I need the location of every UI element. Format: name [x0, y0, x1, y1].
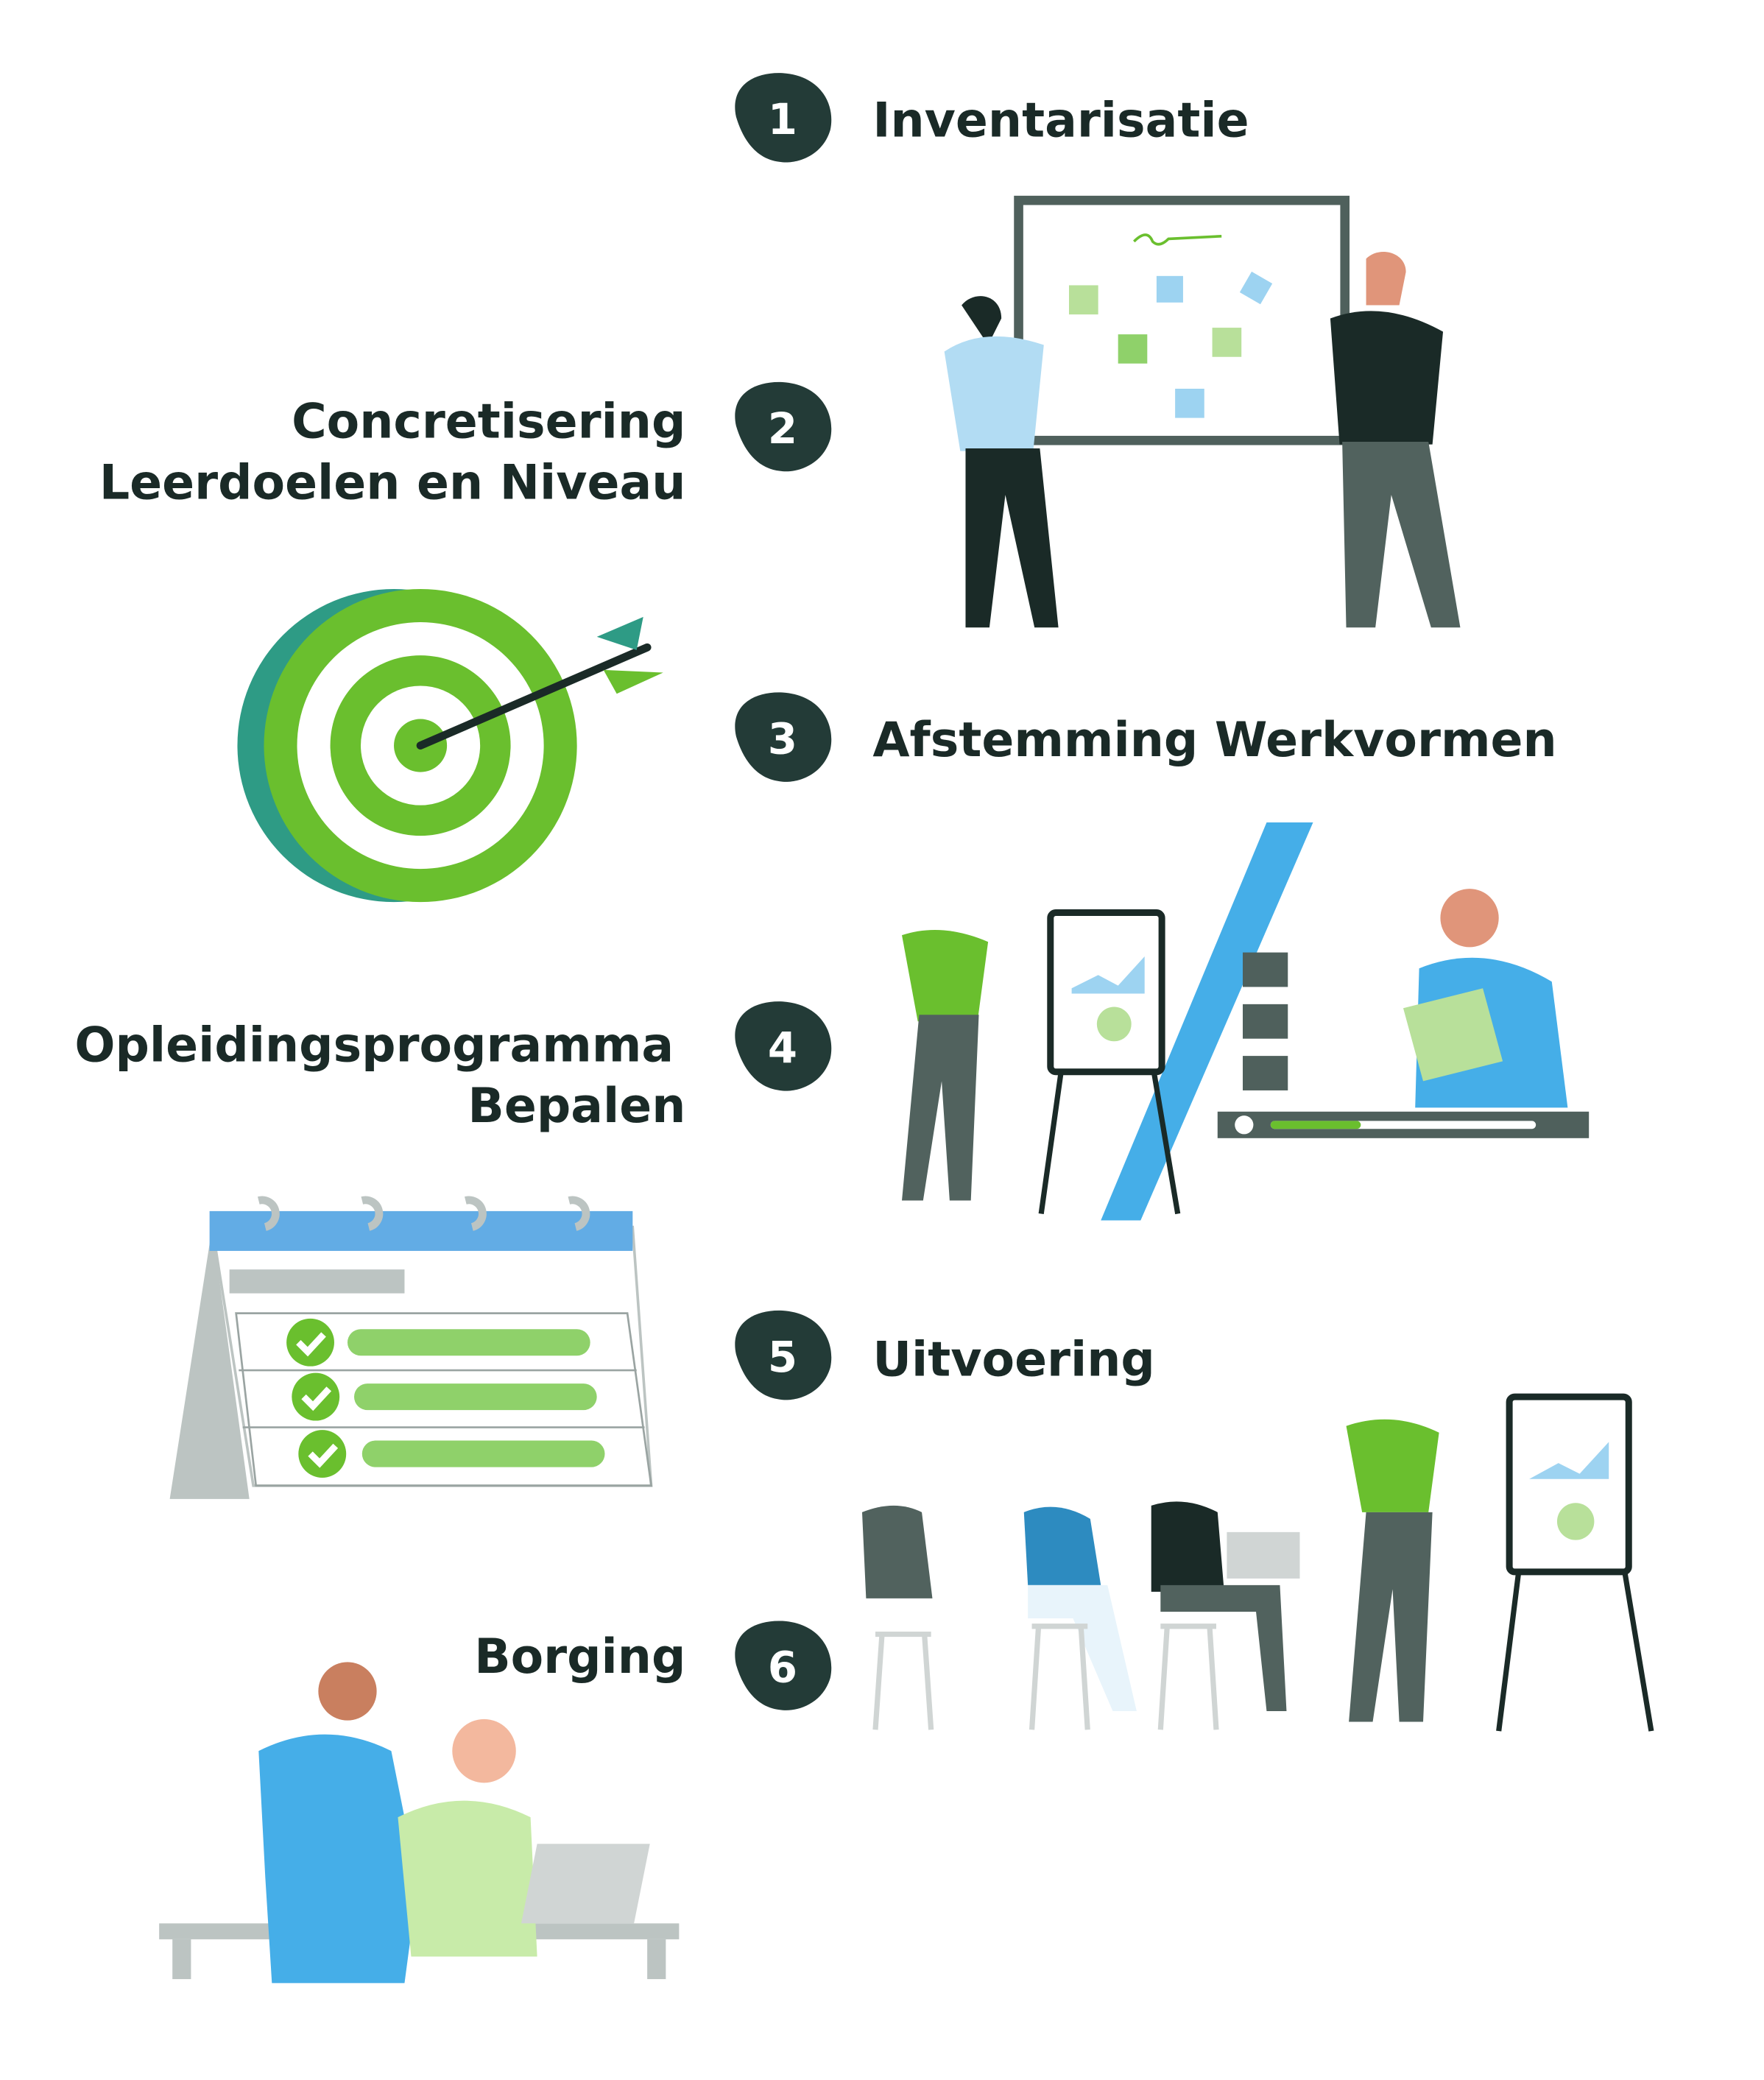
step-title: Borging [474, 1629, 685, 1685]
step-badge [735, 1621, 832, 1710]
step-title: Uitvoering [872, 1332, 1154, 1387]
step-number: 4 [768, 1023, 797, 1073]
step-2: 2 Concretisering Leerdoelen en Niveau [99, 381, 832, 510]
step-badge [735, 381, 832, 472]
step-4: 4 Opleidingsprogramma Bepalen [74, 1001, 832, 1134]
step-badge [735, 1310, 832, 1400]
step-number: 3 [768, 713, 797, 764]
step-number: 5 [768, 1332, 797, 1382]
step-title-line-1: Opleidingsprogramma [74, 1018, 674, 1073]
step-3: 3 Afstemming Werkvormen [735, 692, 1557, 782]
step-title-line-2: Leerdoelen en Niveau [99, 455, 686, 510]
whiteboard-illustration [944, 195, 1461, 628]
discussion-illustration [159, 1662, 680, 1984]
step-5: 5 Uitvoering [735, 1310, 1155, 1400]
target-illustration [237, 588, 663, 903]
classroom-illustration [861, 1393, 1654, 1732]
step-badge [735, 73, 832, 163]
step-badge [735, 692, 832, 782]
step-1: 1 Inventarisatie [735, 73, 1249, 163]
step-title: Afstemming Werkvormen [872, 713, 1556, 768]
step-badge [735, 1001, 832, 1091]
step-title: Inventarisatie [872, 94, 1249, 149]
step-title-line-1: Concretisering [292, 395, 685, 450]
step-title-line-2: Bepalen [468, 1079, 685, 1134]
step-6: 6 Borging [474, 1621, 832, 1710]
calendar-illustration [169, 1196, 653, 1499]
step-number: 6 [768, 1642, 797, 1692]
presentation-illustration [902, 822, 1590, 1221]
step-number: 1 [768, 94, 797, 144]
step-number: 2 [768, 403, 797, 454]
